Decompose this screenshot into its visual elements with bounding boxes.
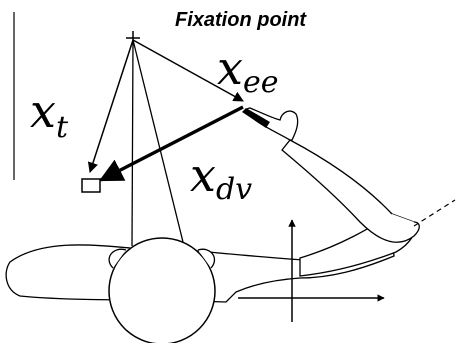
vector-xt-arrow <box>87 39 134 173</box>
label-xee: xee <box>217 41 278 100</box>
elbow-axis-dashed <box>413 199 456 227</box>
hand-outline <box>246 107 299 141</box>
ear-right <box>197 248 216 269</box>
vector-xee-arrow <box>132 39 244 102</box>
forearm-outline <box>281 139 420 243</box>
fixation-point-label: Fixation point <box>175 9 307 31</box>
target-square <box>81 178 101 193</box>
gaze-line-left <box>131 39 134 247</box>
label-xt: xt <box>30 84 69 145</box>
ear-left <box>108 248 127 269</box>
vector-xdv-arrow <box>98 105 244 182</box>
pointing-finger <box>242 108 270 128</box>
gaze-line-right <box>132 39 185 247</box>
label-xdv: xdv <box>190 148 252 207</box>
head-circle <box>108 237 216 345</box>
